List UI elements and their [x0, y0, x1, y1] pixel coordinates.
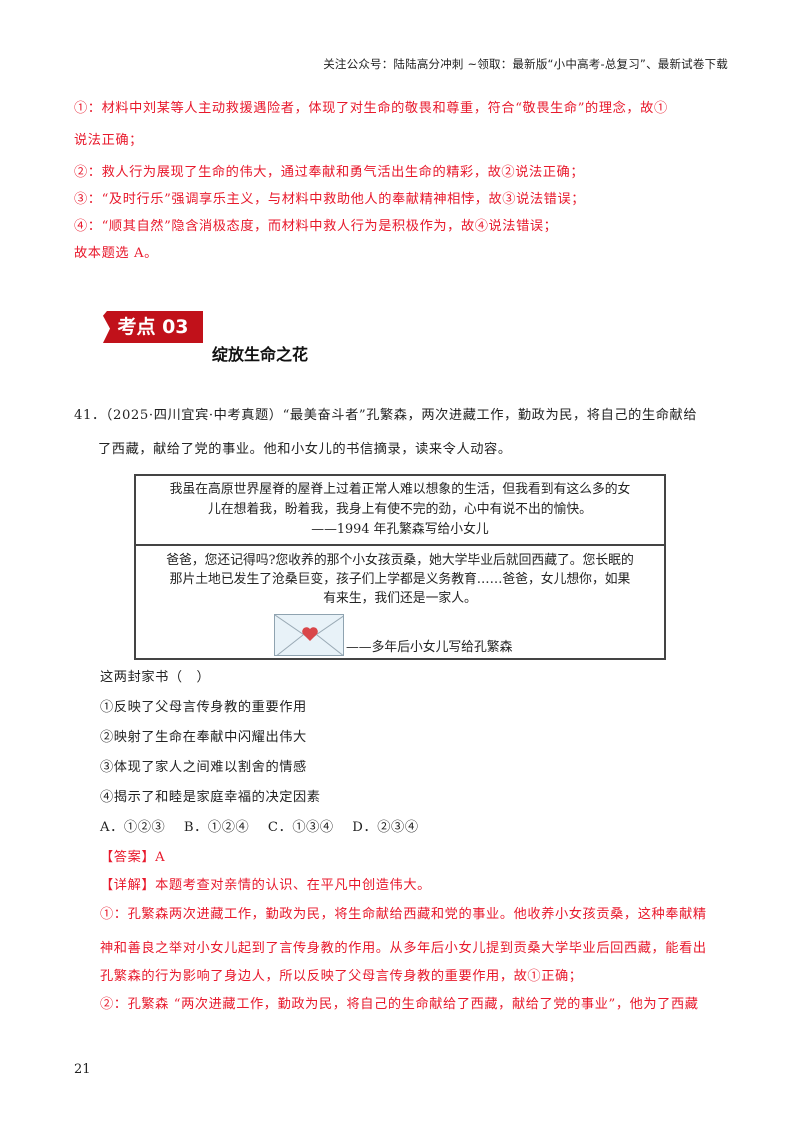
statement-item: ②映射了生命在奉献中闪耀出伟大 — [100, 730, 307, 745]
analysis-line: 故本题选 A。 — [74, 246, 158, 261]
header-note: 关注公众号：陆陆高分冲刺 ~领取：最新版“小中高考-总复习”、最新试卷下载 — [323, 57, 728, 71]
analysis-line: ①：材料中刘某等人主动救援遇险者，体现了对生命的敬畏和尊重，符合“敬畏生命”的理… — [74, 101, 668, 116]
letter-text: 那片土地已发生了沧桑巨变，孩子们上学都是义务教育……爸爸，女儿想你，如果 — [169, 572, 631, 587]
question-stem-cont: 了西藏，献给了党的事业。他和小女儿的书信摘录，读来令人动容。 — [98, 442, 512, 457]
letter-daughter: 爸爸，您还记得吗?您收养的那个小女孩贡桑，她大学毕业后就回西藏了。您长眠的 那片… — [136, 546, 664, 656]
letter-signature: ——多年后小女儿写给孔繁森 — [346, 640, 513, 655]
section-title: 绽放生命之花 — [212, 345, 309, 364]
analysis-line: ②：救人行为展现了生命的伟大，通过奉献和勇气活出生命的精彩，故②说法正确； — [74, 165, 585, 180]
letter-text: 儿在想着我，盼着我，我身上有使不完的劲，心中有说不出的愉快。 — [208, 502, 592, 517]
letter-text: 爸爸，您还记得吗?您收养的那个小女孩贡桑，她大学毕业后就回西藏了。您长眠的 — [166, 553, 634, 568]
letter-1994: 我虽在高原世界屋脊的屋脊上过着正常人难以想象的生活，但我看到有这么多的女 儿在想… — [136, 476, 664, 546]
statement-item: ④揭示了和睦是家庭幸福的决定因素 — [100, 790, 321, 805]
analysis-line: ③：“及时行乐”强调享乐主义，与材料中救助他人的奉献精神相悖，故③说法错误； — [74, 192, 586, 207]
explanation-line: ①：孔繁森两次进藏工作，勤政为民，将生命献给西藏和党的事业。他收养小女孩贡桑，这… — [100, 907, 707, 922]
question-prompt: 这两封家书（ ） — [100, 670, 211, 685]
section-badge: 考点 03 — [103, 311, 203, 343]
letters-box: 我虽在高原世界屋脊的屋脊上过着正常人难以想象的生活，但我看到有这么多的女 儿在想… — [134, 474, 666, 660]
statement-item: ③体现了家人之间难以割舍的情感 — [100, 760, 307, 775]
question-stem: 41．（2025·四川宜宾·中考真题）“最美奋斗者”孔繁森，两次进藏工作，勤政为… — [74, 408, 698, 423]
answer-choices: A．①②③ B．①②④ C．①③④ D．②③④ — [100, 820, 419, 835]
analysis-line: 说法正确； — [74, 133, 143, 148]
explanation-line: 孔繁森的行为影响了身边人，所以反映了父母言传身教的重要作用，故①正确； — [100, 969, 583, 984]
answer-label: 【答案】A — [100, 850, 166, 865]
page-number: 21 — [74, 1062, 91, 1077]
explanation-line: 神和善良之举对小女儿起到了言传身教的作用。从多年后小女儿提到贡桑大学毕业后回西藏… — [100, 941, 707, 956]
explanation-line: 【详解】本题考查对亲情的认识、在平凡中创造伟大。 — [100, 878, 431, 893]
letter-text: 我虽在高原世界屋脊的屋脊上过着正常人难以想象的生活，但我看到有这么多的女 — [169, 482, 631, 497]
statement-item: ①反映了父母言传身教的重要作用 — [100, 700, 307, 715]
explanation-line: ②：孔繁森 “两次进藏工作，勤政为民，将自己的生命献给了西藏，献给了党的事业”，… — [100, 997, 699, 1012]
letter-signature: ——1994 年孔繁森写给小女儿 — [311, 522, 489, 537]
envelope-heart-icon — [274, 614, 344, 656]
analysis-line: ④：“顺其自然”隐含消极态度，而材料中救人行为是积极作为，故④说法错误； — [74, 219, 558, 234]
letter-text: 有来生，我们还是一家人。 — [323, 591, 477, 606]
